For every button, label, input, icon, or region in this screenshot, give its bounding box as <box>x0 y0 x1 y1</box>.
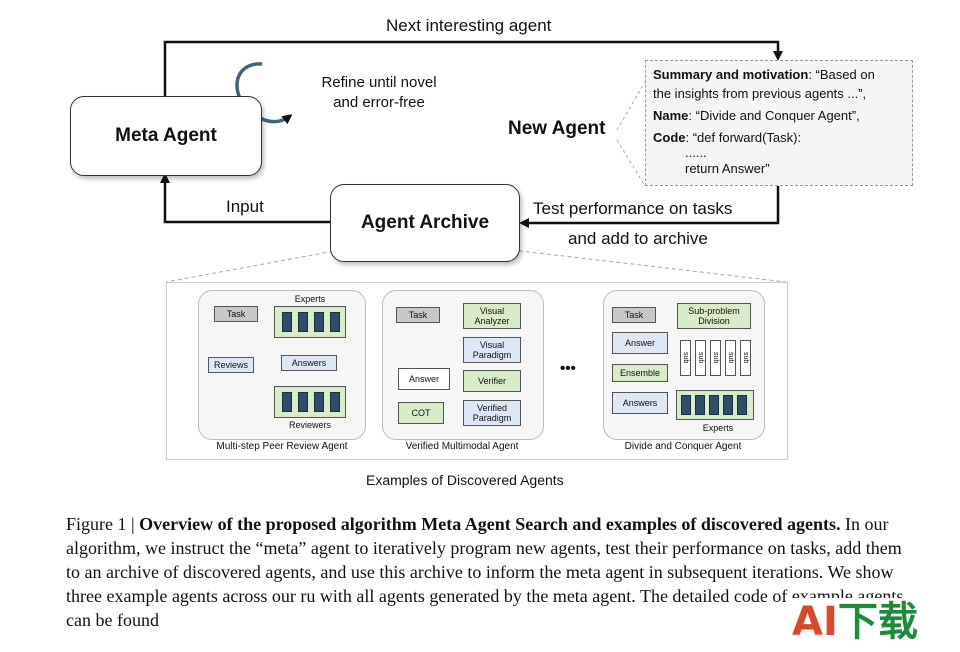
refine-label-line2: and error-free <box>333 94 425 111</box>
agent3-expert-bar <box>709 395 719 415</box>
agent-archive-label: Agent Archive <box>360 212 490 233</box>
agent3-expert-bar <box>681 395 691 415</box>
agent1-reviewer-bar <box>298 392 308 412</box>
test-label-line2: and add to archive <box>568 229 708 248</box>
agent1-expert-bar <box>314 312 324 332</box>
agent2-visual-analyzer-node: Visual Analyzer <box>463 303 521 329</box>
code-name-val: : “Divide and Conquer Agent”, <box>688 108 860 123</box>
code-name-line: Name: “Divide and Conquer Agent”, <box>653 106 905 125</box>
test-label-line1: Test performance on tasks <box>533 199 733 218</box>
agent3-expert-bar <box>737 395 747 415</box>
agent2-verifier-node: Verifier <box>463 370 521 392</box>
agent1-expert-bar <box>282 312 292 332</box>
code-body-line: ...... <box>685 145 707 160</box>
agent2-visual-paradigm-node: Visual Paradigm <box>463 337 521 363</box>
agent3-name: Divide and Conquer Agent <box>624 441 742 452</box>
agent1-answers-node: Answers <box>281 355 337 371</box>
agent3-subproblem-node: Sub-problem Division <box>677 303 751 329</box>
code-code-key: Code <box>653 130 686 145</box>
code-summary-key: Summary and motivation <box>653 67 809 82</box>
code-name-key: Name <box>653 108 689 123</box>
caption-prefix: Figure 1 | <box>66 514 140 534</box>
more-agents-ellipsis: ••• <box>560 360 576 377</box>
next-agent-label: Next interesting agent <box>386 16 552 35</box>
refine-label: Refine until novel and error-free <box>314 73 444 113</box>
agent3-sub-node: sub <box>725 340 736 376</box>
examples-title: Examples of Discovered Agents <box>366 472 564 488</box>
code-summary-line2: the insights from previous agents ...”, <box>653 86 867 101</box>
agent-archive-box: Agent Archive <box>330 184 520 262</box>
agent3-sub-node: sub <box>710 340 721 376</box>
agent2-name: Verified Multimodal Agent <box>405 441 519 452</box>
agent1-reviewer-bar <box>330 392 340 412</box>
agent3-experts-label: Experts <box>702 423 734 433</box>
agent2-verified-paradigm-node: Verified Paradigm <box>463 400 521 426</box>
agent1-reviewer-bar <box>314 392 324 412</box>
code-return-line: return Answer” <box>685 161 770 176</box>
agent3-task-node: Task <box>612 307 656 323</box>
agent3-sub-node: sub <box>680 340 691 376</box>
input-label: Input <box>226 197 264 216</box>
agent2-answer-node: Answer <box>398 368 450 390</box>
refine-label-line1: Refine until novel <box>321 74 437 91</box>
agent1-expert-bar <box>298 312 308 332</box>
agent1-reviewer-bar <box>282 392 292 412</box>
watermark-logo: AI下载 <box>786 598 924 650</box>
agent3-answers-node: Answers <box>612 392 668 414</box>
new-agent-label: New Agent <box>508 118 606 139</box>
meta-agent-label: Meta Agent <box>115 125 217 146</box>
figure-caption: Figure 1 | Overview of the proposed algo… <box>66 512 916 632</box>
agent2-task-node: Task <box>396 307 440 323</box>
agent1-experts-label: Experts <box>294 294 326 304</box>
code-code-val: : “def forward(Task): <box>685 130 802 145</box>
code-summary-line: Summary and motivation: “Based on <box>653 65 905 84</box>
agent1-task-node: Task <box>214 306 258 322</box>
agent1-expert-bar <box>330 312 340 332</box>
agent1-reviewers-label: Reviewers <box>288 420 331 430</box>
agent3-expert-bar <box>695 395 705 415</box>
agent3-sub-node: sub <box>740 340 751 376</box>
agent1-reviews-node: Reviews <box>208 357 254 373</box>
agent2-cot-node: COT <box>398 402 444 424</box>
agent3-ensemble-node: Ensemble <box>612 364 668 382</box>
caption-body: In our algorithm, we instruct the “meta”… <box>66 514 904 630</box>
agent3-expert-bar <box>723 395 733 415</box>
agent1-name: Multi-step Peer Review Agent <box>216 441 348 452</box>
watermark-ai: AI <box>792 599 838 645</box>
meta-agent-box: Meta Agent <box>70 96 262 176</box>
caption-bold: Overview of the proposed algorithm Meta … <box>139 514 841 534</box>
code-summary-val: : “Based on <box>808 67 875 82</box>
agent3-sub-node: sub <box>695 340 706 376</box>
agent-code-box: Summary and motivation: “Based on the in… <box>645 60 913 186</box>
agent3-answer-node: Answer <box>612 332 668 354</box>
watermark-cn: 下载 <box>837 599 918 645</box>
code-code-line: Code: “def forward(Task): <box>653 128 905 147</box>
